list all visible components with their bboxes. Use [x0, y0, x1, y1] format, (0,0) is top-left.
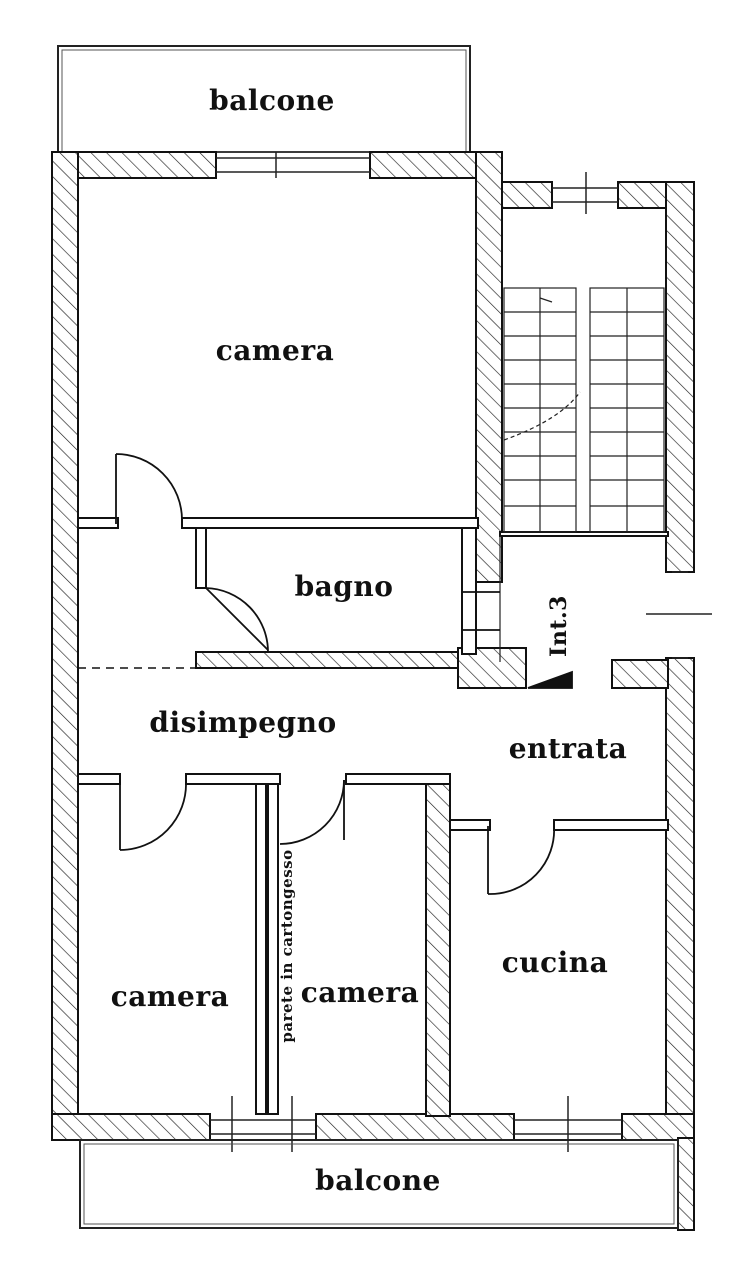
room-label-entrata: entrata: [509, 732, 628, 765]
room-label-camera-top: camera: [216, 334, 335, 367]
room-label-balcone-bottom: balcone: [315, 1164, 441, 1197]
windows: [210, 152, 712, 1152]
annotation-parete: parete in cartongesso: [278, 849, 296, 1042]
balcony-bottom: [79, 1139, 679, 1229]
room-label-camera-bottom-mid: camera: [301, 976, 420, 1009]
room-label-camera-bottom-left: camera: [111, 980, 230, 1013]
room-label-balcone-top: balcone: [209, 84, 335, 117]
annotation-interno: Int.3: [546, 595, 572, 657]
doors: [115, 453, 573, 895]
interior-walls: [77, 517, 669, 1115]
walls: [51, 151, 695, 1231]
room-label-bagno: bagno: [295, 570, 394, 603]
room-label-cucina: cucina: [502, 946, 609, 979]
balcony-top: [57, 45, 471, 153]
staircase: [499, 287, 665, 662]
room-label-disimpegno: disimpegno: [149, 706, 336, 739]
